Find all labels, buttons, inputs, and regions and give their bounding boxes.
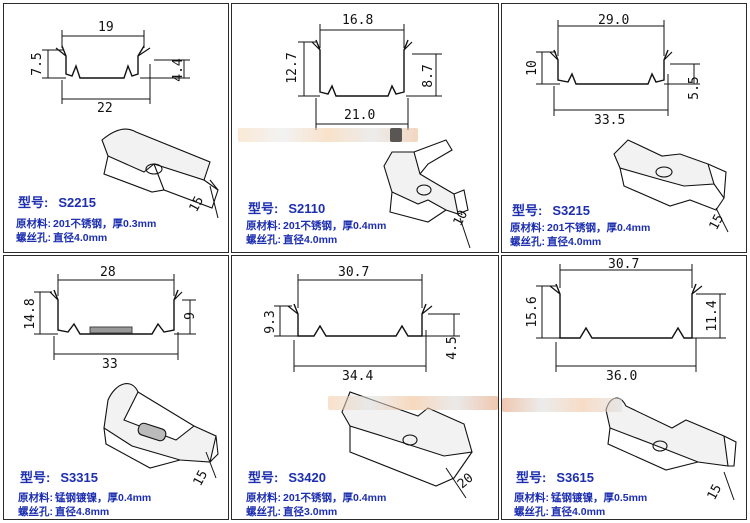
model-code-s3215: S3215	[552, 203, 590, 218]
dim-right-s2215: 4.4	[171, 58, 186, 82]
dim-left-s3315: 14.8	[23, 298, 38, 329]
dim-bottom-s3420: 34.4	[342, 369, 373, 384]
panel-s2110: 16.8 21.0 12.7 8.7 10 型号:S2110 原材料:201不锈…	[231, 3, 499, 253]
material-s2110: 原材料:201不锈钢，厚0.4mm	[246, 220, 387, 232]
screw-s3615: 螺丝孔:直径4.0mm	[514, 506, 606, 518]
panel-s2215: 19 22 7.5 4.4 15 型号:S2215 原材料:201不锈钢，厚0.…	[3, 3, 229, 253]
dim-left-s2215: 7.5	[30, 52, 45, 75]
dim-left-s3215: 10	[525, 60, 540, 76]
dim-left-s3615: 15.6	[525, 296, 540, 327]
dim-depth-s3615: 15	[705, 482, 726, 503]
dim-top-s3315: 28	[100, 265, 116, 280]
diagram-s3215: 29.0 33.5 10 5.5 15	[525, 13, 729, 233]
material-s3315: 原材料:锰钢镀镍，厚0.4mm	[18, 492, 152, 504]
profile-s3615	[555, 283, 697, 339]
dim-right-s3215: 5.5	[687, 76, 702, 99]
material-s3420: 原材料:201不锈钢，厚0.4mm	[246, 492, 387, 504]
model-label-s2215: 型号:S2215	[18, 195, 96, 210]
diagram-s3315: 28 33 14.8 9 15	[23, 265, 219, 489]
watermark-block	[390, 128, 402, 142]
profile-s2215	[61, 45, 145, 79]
watermark-strip	[502, 398, 622, 412]
diagram-s3615: 30.7 36.0 15.6 11.4 15	[525, 257, 737, 503]
dim-right-s3615: 11.4	[705, 300, 720, 331]
panel-s3315: 28 33 14.8 9 15 型号:S3315 原材料:锰钢镀镍，厚0.4mm…	[3, 255, 229, 520]
model-label-s3215: 型号:S3215	[512, 203, 590, 218]
dim-bottom-s3315: 33	[102, 357, 118, 372]
watermark-strip	[238, 128, 418, 142]
screw-s3215: 螺丝孔:直径4.0mm	[510, 236, 602, 248]
screw-s2110: 螺丝孔:直径4.0mm	[246, 234, 338, 246]
dim-depth-s2215: 15	[187, 194, 208, 215]
dim-left-s3420: 9.3	[263, 310, 278, 333]
panel-s3615: 30.7 36.0 15.6 11.4 15 型号:S3615 原材料:锰钢镀镍…	[501, 255, 747, 520]
screw-s2215: 螺丝孔:直径4.0mm	[16, 232, 108, 244]
clip-sketch-s3315	[103, 383, 219, 469]
screw-s3315: 螺丝孔:直径4.8mm	[18, 506, 110, 518]
diagram-s2110: 16.8 21.0 12.7 8.7 10	[285, 13, 472, 249]
dim-left-s2110: 12.7	[285, 52, 300, 83]
dim-depth-s3420: 20	[455, 471, 477, 493]
profile-s3315	[53, 289, 179, 335]
dim-top-s3215: 29.0	[598, 13, 629, 28]
profile-s3420	[293, 303, 427, 337]
model-label-s2110: 型号:S2110	[248, 201, 326, 216]
dim-right-s3315: 9	[183, 312, 198, 320]
dim-depth-s3215: 15	[707, 212, 728, 233]
dim-top-s2215: 19	[98, 20, 114, 35]
material-s2215: 原材料:201不锈钢，厚0.3mm	[16, 218, 157, 230]
material-s3215: 原材料:201不锈钢，厚0.4mm	[510, 222, 651, 234]
dim-top-s2110: 16.8	[342, 13, 373, 28]
model-code-s3315: S3315	[60, 470, 98, 485]
dim-depth-s3315: 15	[191, 468, 212, 489]
model-label-s3420: 型号:S3420	[248, 470, 326, 485]
clip-sketch-s2110	[383, 139, 469, 223]
profile-s3215	[553, 49, 669, 85]
screw-s3420: 螺丝孔:直径3.0mm	[246, 506, 338, 518]
model-code-s2110: S2110	[288, 201, 326, 216]
panel-s3420: 30.7 34.4 9.3 4.5 20 型号:S3420 原材料:201不锈钢…	[231, 255, 499, 520]
profile-s2110	[315, 39, 409, 97]
dim-bottom-s2110: 21.0	[344, 108, 375, 123]
dim-bottom-s3215: 33.5	[594, 113, 625, 128]
dim-right-s3420: 4.5	[445, 336, 460, 359]
panel-s3215: 29.0 33.5 10 5.5 15 型号:S3215 原材料:201不锈钢，…	[501, 3, 747, 253]
model-label-s3315: 型号:S3315	[20, 470, 98, 485]
clip-sketch-s3215	[613, 139, 727, 211]
model-code-s3420: S3420	[288, 470, 326, 485]
dim-depth-s2110: 10	[451, 208, 472, 229]
clip-sketch-s3615	[605, 397, 737, 471]
dim-right-s2110: 8.7	[421, 64, 436, 87]
clip-sketch-s2215	[101, 128, 219, 209]
model-code-s3615: S3615	[556, 470, 594, 485]
model-code-s2215: S2215	[58, 195, 96, 210]
diagram-s2215: 19 22 7.5 4.4 15	[30, 20, 219, 219]
watermark-strip	[328, 396, 498, 410]
material-s3615: 原材料:锰钢镀镍，厚0.5mm	[514, 492, 648, 504]
dim-bottom-s3615: 36.0	[606, 369, 637, 384]
dim-bottom-s2215: 22	[97, 101, 113, 116]
dim-top-s3615: 30.7	[608, 257, 639, 272]
dim-top-s3420: 30.7	[338, 265, 369, 280]
model-label-s3615: 型号:S3615	[516, 470, 594, 485]
